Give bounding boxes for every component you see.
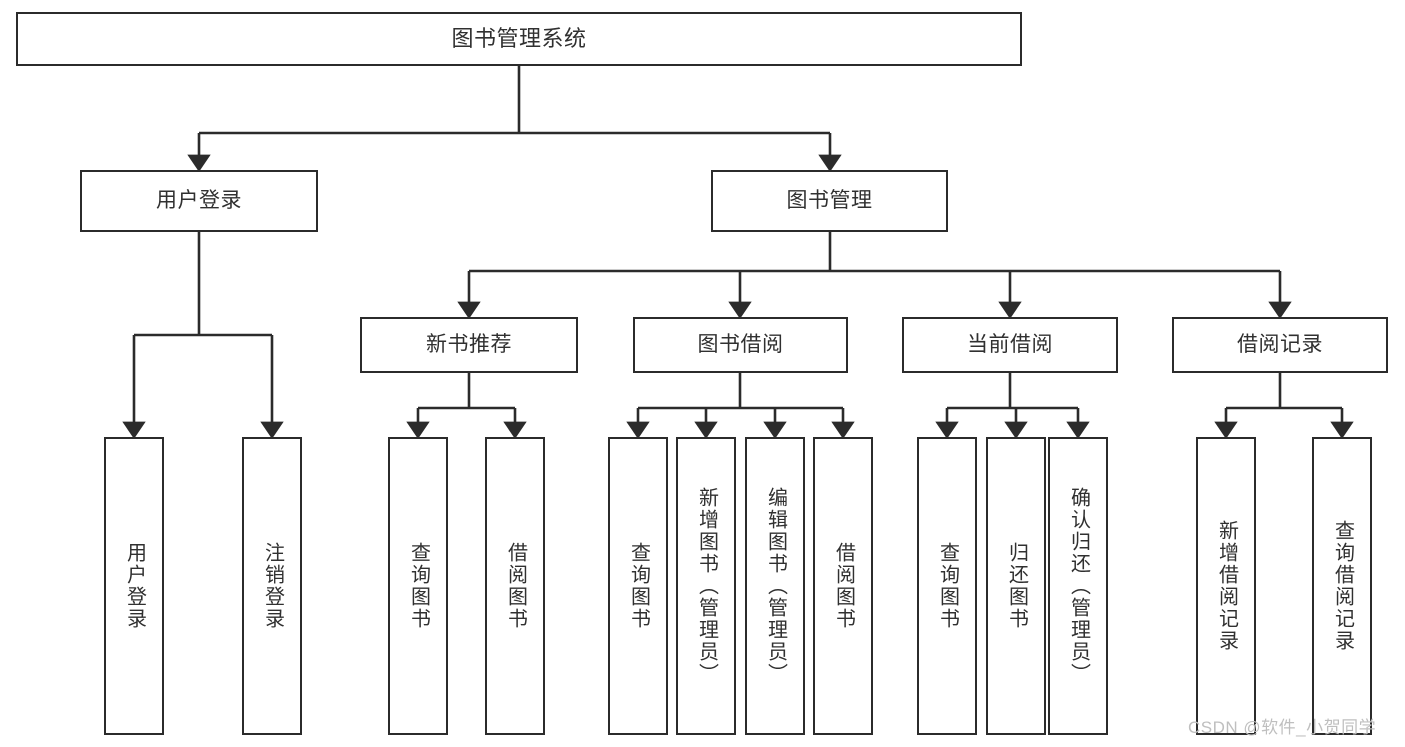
node-root-system[interactable]: 图书管理系统: [16, 12, 1022, 66]
node-label: 确认归还（管理员）: [1067, 487, 1090, 685]
node-current-borrow[interactable]: 当前借阅: [902, 317, 1118, 373]
node-label: 归还图书: [1005, 542, 1028, 630]
node-borrow-record[interactable]: 借阅记录: [1172, 317, 1388, 373]
node-label: 借阅图书: [504, 542, 527, 630]
leaf-current-borrow-return[interactable]: 归还图书: [986, 437, 1046, 735]
node-label: 查询图书: [936, 542, 959, 630]
node-label: 图书管理: [786, 188, 873, 212]
leaf-new-book-query[interactable]: 查询图书: [388, 437, 448, 735]
leaf-current-borrow-query[interactable]: 查询图书: [917, 437, 977, 735]
node-book-borrow[interactable]: 图书借阅: [633, 317, 848, 373]
node-label: 当前借阅: [967, 332, 1053, 356]
node-label: 新增图书（管理员）: [695, 487, 718, 685]
leaf-user-login-login[interactable]: 用户登录: [104, 437, 164, 735]
node-label: 编辑图书（管理员）: [764, 487, 787, 685]
node-user-login[interactable]: 用户登录: [80, 170, 318, 232]
node-label: 新书推荐: [426, 332, 512, 356]
node-label: 用户登录: [156, 188, 242, 212]
node-label: 查询图书: [407, 542, 430, 630]
node-book-management[interactable]: 图书管理: [711, 170, 948, 232]
leaf-borrow-record-add[interactable]: 新增借阅记录: [1196, 437, 1256, 735]
node-new-book-recommend[interactable]: 新书推荐: [360, 317, 578, 373]
node-label: 注销登录: [261, 542, 284, 630]
node-label: 借阅图书: [832, 542, 855, 630]
leaf-new-book-borrow[interactable]: 借阅图书: [485, 437, 545, 735]
node-label: 查询借阅记录: [1331, 520, 1354, 652]
leaf-current-borrow-confirm[interactable]: 确认归还（管理员）: [1048, 437, 1108, 735]
leaf-book-borrow-add[interactable]: 新增图书（管理员）: [676, 437, 736, 735]
leaf-user-login-logout[interactable]: 注销登录: [242, 437, 302, 735]
node-label: 新增借阅记录: [1215, 520, 1238, 652]
leaf-book-borrow-borrow[interactable]: 借阅图书: [813, 437, 873, 735]
node-label: 图书借阅: [697, 332, 784, 356]
node-label: 图书管理系统: [451, 26, 587, 52]
node-label: 用户登录: [123, 542, 146, 630]
leaf-book-borrow-query[interactable]: 查询图书: [608, 437, 668, 735]
leaf-borrow-record-query[interactable]: 查询借阅记录: [1312, 437, 1372, 735]
csdn-watermark: CSDN @软件_小贺同学: [1188, 718, 1377, 737]
node-label: 查询图书: [627, 542, 650, 630]
node-label: 借阅记录: [1237, 332, 1323, 356]
leaf-book-borrow-edit[interactable]: 编辑图书（管理员）: [745, 437, 805, 735]
